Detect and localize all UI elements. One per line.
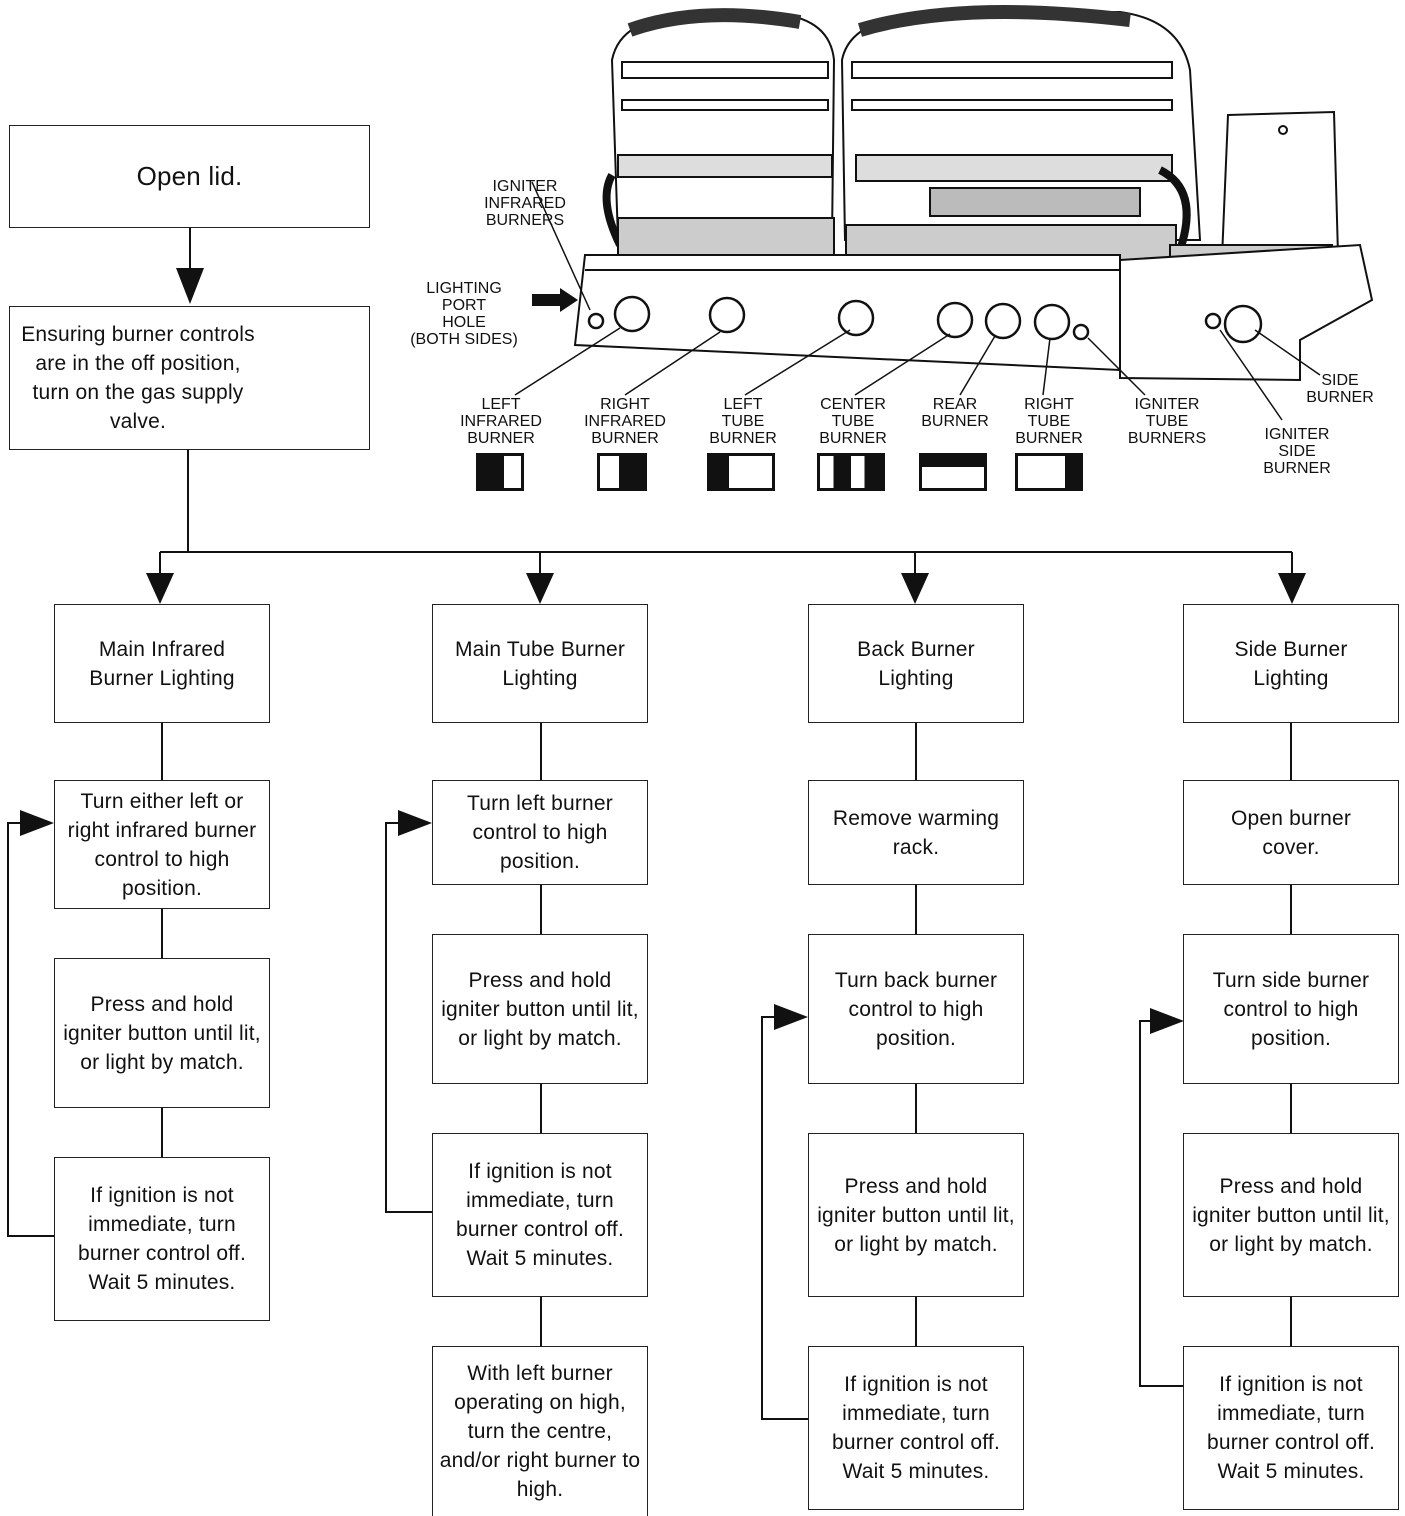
flow-step: Press and hold igniter button until lit,… bbox=[808, 1133, 1024, 1297]
flow-step: Turn side burner control to high positio… bbox=[1183, 934, 1399, 1084]
label-rear-burner: REAR BURNER bbox=[921, 396, 989, 430]
step-text: If ignition is not immediate, turn burne… bbox=[831, 1373, 1000, 1483]
branch-back-burner-title: Back Burner Lighting bbox=[808, 604, 1024, 723]
step-open-lid: Open lid. bbox=[9, 125, 370, 228]
flow-step: Press and hold igniter button until lit,… bbox=[432, 934, 648, 1084]
step-text: Press and hold igniter button until lit,… bbox=[1192, 1174, 1390, 1256]
branch-title-text: Main Tube Burner Lighting bbox=[454, 637, 626, 690]
label-igniter-side-burner: IGNITER SIDE BURNER bbox=[1263, 426, 1331, 477]
step-text: Remove warming rack. bbox=[832, 806, 1000, 859]
flow-step: With left burner operating on high, turn… bbox=[432, 1346, 648, 1516]
label-igniter-tube-burners: IGNITER TUBE BURNERS bbox=[1127, 396, 1207, 447]
step-text: Turn back burner control to high positio… bbox=[834, 968, 998, 1050]
label-lighting-port-hole: LIGHTING PORT HOLE (BOTH SIDES) bbox=[410, 280, 518, 348]
grill-illustration bbox=[514, 5, 1374, 421]
branch-side-burner-title: Side Burner Lighting bbox=[1183, 604, 1399, 723]
indicator-left-infrared bbox=[476, 453, 524, 491]
step-text: If ignition is not immediate, turn burne… bbox=[1206, 1373, 1375, 1483]
indicator-right-infrared bbox=[597, 453, 647, 491]
flow-step: If ignition is not immediate, turn burne… bbox=[432, 1133, 648, 1297]
step-gas-supply-text: Ensuring burner controls are in the off … bbox=[21, 323, 255, 433]
step-text: If ignition is not immediate, turn burne… bbox=[455, 1160, 624, 1270]
label-right-infrared-burner: RIGHT INFRARED BURNER bbox=[584, 396, 666, 447]
branch-title-text: Main Infrared Burner Lighting bbox=[89, 637, 235, 690]
step-gas-supply: Ensuring burner controls are in the off … bbox=[9, 306, 370, 450]
label-center-tube-burner: CENTER TUBE BURNER bbox=[819, 396, 887, 447]
label-left-infrared-burner: LEFT INFRARED BURNER bbox=[460, 396, 542, 447]
label-igniter-infrared-burners: IGNITER INFRARED BURNERS bbox=[484, 178, 566, 229]
flow-step: Press and hold igniter button until lit,… bbox=[54, 958, 270, 1108]
branch-title-text: Side Burner Lighting bbox=[1234, 637, 1348, 690]
step-text: Open burner cover. bbox=[1230, 806, 1352, 859]
step-text: Press and hold igniter button until lit,… bbox=[63, 992, 261, 1074]
indicator-right-tube bbox=[1015, 453, 1083, 491]
branch-main-tube-title: Main Tube Burner Lighting bbox=[432, 604, 648, 723]
step-text: Press and hold igniter button until lit,… bbox=[817, 1174, 1015, 1256]
step-text: Turn either left or right infrared burne… bbox=[67, 789, 257, 900]
flow-step: If ignition is not immediate, turn burne… bbox=[808, 1346, 1024, 1510]
label-left-tube-burner: LEFT TUBE BURNER bbox=[709, 396, 777, 447]
flow-step: Turn either left or right infrared burne… bbox=[54, 780, 270, 909]
branch-main-infrared-title: Main Infrared Burner Lighting bbox=[54, 604, 270, 723]
step-open-lid-text: Open lid. bbox=[136, 161, 243, 191]
step-text: Press and hold igniter button until lit,… bbox=[441, 968, 639, 1050]
step-text: Turn side burner control to high positio… bbox=[1212, 968, 1370, 1050]
step-text: If ignition is not immediate, turn burne… bbox=[77, 1184, 246, 1294]
flow-step: Turn back burner control to high positio… bbox=[808, 934, 1024, 1084]
indicator-left-tube bbox=[707, 453, 775, 491]
label-side-burner: SIDE BURNER bbox=[1306, 372, 1374, 406]
flow-step: Turn left burner control to high positio… bbox=[432, 780, 648, 885]
flow-step: Open burner cover. bbox=[1183, 780, 1399, 885]
flow-step: If ignition is not immediate, turn burne… bbox=[1183, 1346, 1399, 1510]
step-text: With left burner operating on high, turn… bbox=[439, 1362, 641, 1501]
step-text: Turn left burner control to high positio… bbox=[467, 792, 613, 873]
flow-step: Remove warming rack. bbox=[808, 780, 1024, 885]
flow-step: Press and hold igniter button until lit,… bbox=[1183, 1133, 1399, 1297]
label-right-tube-burner: RIGHT TUBE BURNER bbox=[1015, 396, 1083, 447]
indicator-center-tube bbox=[817, 453, 885, 491]
flow-step: If ignition is not immediate, turn burne… bbox=[54, 1157, 270, 1321]
branch-title-text: Back Burner Lighting bbox=[857, 637, 975, 690]
indicator-rear-burner bbox=[919, 453, 987, 491]
